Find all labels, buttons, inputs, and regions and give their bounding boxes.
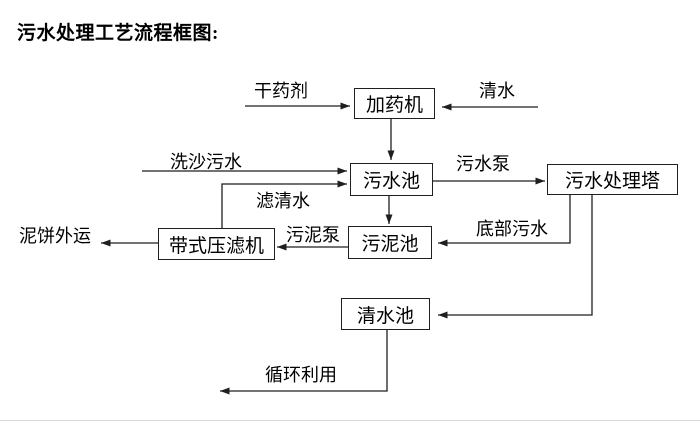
node-clean-water-pool-label: 清水池 — [356, 305, 414, 327]
arrow-clean-pool-to-recycle — [220, 330, 388, 395]
arrow-filtered-water-to-sewage-pool — [221, 180, 347, 228]
node-sludge-pool-label: 污泥池 — [361, 234, 419, 255]
node-belt-filter-press: 带式压滤机 — [158, 228, 275, 260]
node-sewage-pool: 污水池 — [350, 163, 433, 196]
flow-label-mud-cake-out: 泥饼外运 — [19, 226, 91, 246]
node-sludge-pool: 污泥池 — [348, 226, 432, 259]
node-clean-water-pool: 清水池 — [341, 298, 430, 330]
node-dosing-machine-label: 加药机 — [365, 95, 423, 116]
node-belt-filter-press-label: 带式压滤机 — [168, 235, 264, 257]
node-sewage-treatment-tower: 污水处理塔 — [547, 164, 678, 195]
arrow-tower-to-clean-pool — [438, 195, 593, 319]
node-dosing-machine: 加药机 — [354, 88, 435, 119]
page-title: 污水处理工艺流程框图: — [17, 23, 219, 44]
node-sewage-treatment-tower-label: 污水处理塔 — [564, 171, 660, 192]
flow-label-dry-chemical: 干药剂 — [254, 81, 308, 101]
flow-label-sewage-pump: 污水泵 — [456, 154, 510, 174]
flow-label-bottom-sewage: 底部污水 — [476, 219, 548, 239]
flow-label-sludge-pump: 污泥泵 — [286, 225, 340, 245]
flow-label-sand-washing-sewage: 洗沙污水 — [170, 152, 242, 172]
flow-label-filtered-water: 滤清水 — [256, 191, 310, 211]
node-sewage-pool-label: 污水池 — [362, 171, 420, 192]
arrow-tower-bottom-to-sludge-pool — [438, 195, 571, 247]
flow-label-clean-water: 清水 — [479, 81, 515, 101]
flow-label-recycle-use: 循环利用 — [265, 365, 337, 385]
